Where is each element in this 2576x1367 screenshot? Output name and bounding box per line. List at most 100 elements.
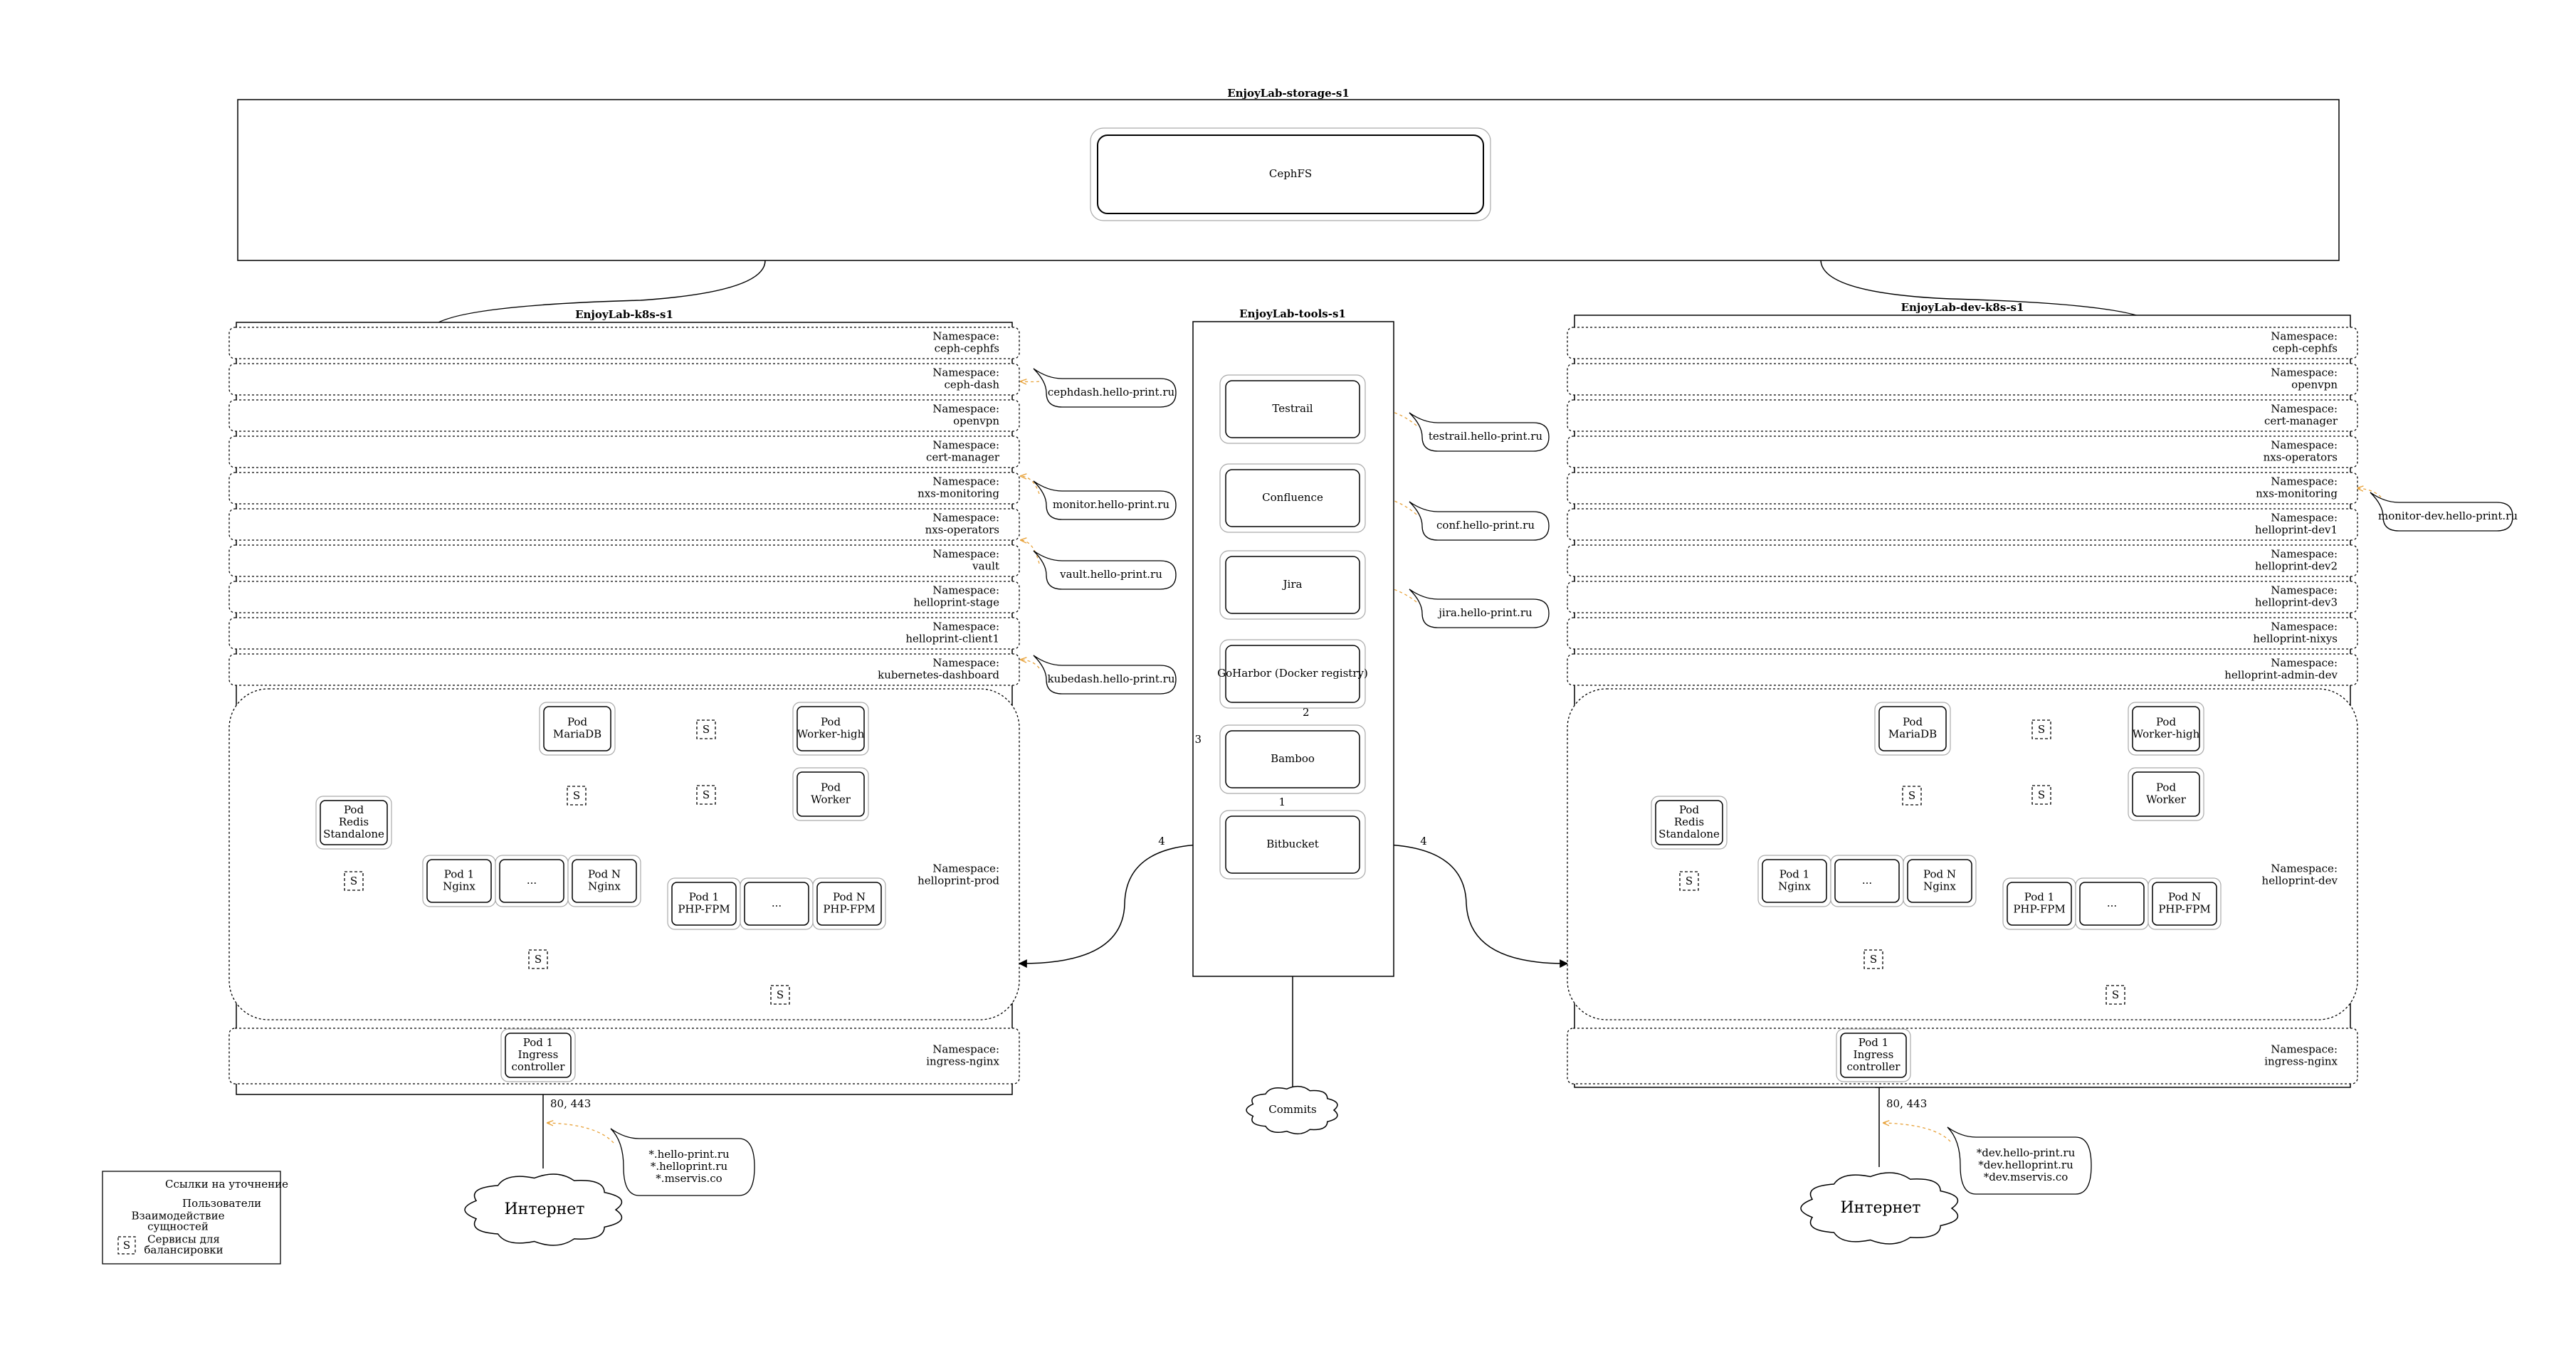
prod-ns-3: [228, 436, 1020, 468]
prod-internet-cloud: [464, 1173, 623, 1246]
tool-5: [1225, 816, 1360, 874]
edge-label-4b: 4: [1420, 835, 1427, 848]
edge-label-4a: 4: [1158, 835, 1165, 848]
prod-ns-8: [228, 617, 1020, 650]
prod-ns-6-label: Namespace:vault: [932, 548, 999, 573]
prod-ns-2: [228, 399, 1020, 432]
dev-pod-worker-high: [2132, 706, 2200, 751]
dev-ns-4: [1567, 472, 2358, 505]
tool-4: [1225, 730, 1360, 788]
dev-pod-php-n: [2152, 882, 2217, 926]
dev-ns-1: [1567, 363, 2358, 396]
dev-pod-nginx-ellipsis: [1834, 859, 1900, 903]
dev-ns-7: [1567, 581, 2358, 613]
prod-link-0-label: cephdash.hello-print.ru: [1048, 386, 1175, 399]
legend-service-box: [117, 1236, 136, 1255]
prod-pod-ingress: [505, 1033, 572, 1078]
prod-link-3-label: kubedash.hello-print.ru: [1048, 672, 1175, 685]
tool-2: [1225, 556, 1360, 614]
tool-0: [1225, 380, 1360, 438]
tool-1-label: Confluence: [1262, 491, 1323, 504]
prod-ns-ingress-label: Namespace:ingress-nginx: [926, 1043, 999, 1068]
dev-ns-5-label: Namespace:helloprint-dev1: [2255, 512, 2338, 537]
dev-ns-2: [1567, 399, 2358, 432]
prod-svc-nginx-label: S: [535, 953, 542, 966]
dev-link-0-label: monitor-dev.hello-print.ru: [2378, 510, 2518, 522]
prod-svc-mariadb: [567, 786, 587, 806]
prod-ns-5-label: Namespace:nxs-operators: [925, 512, 999, 537]
dev-ns-9: [1567, 653, 2358, 686]
dev-ns-3-label: Namespace:nxs-operators: [2264, 439, 2338, 464]
dev-ns-6-label: Namespace:helloprint-dev2: [2255, 548, 2338, 573]
prod-ns-app-label: Namespace:helloprint-prod: [918, 862, 999, 887]
tool-3-label: GoHarbor (Docker registry): [1217, 667, 1368, 680]
dev-internet-cloud-label: Интернет: [1841, 1199, 1921, 1217]
dev-ns-8: [1567, 617, 2358, 650]
prod-svc-nginx: [528, 949, 548, 969]
prod-ns-0: [228, 327, 1020, 359]
shape-layer: EnjoyLab-storage-s1CephFSEnjoyLab-k8s-s1…: [102, 87, 2518, 1265]
prod-svc-redis-label: S: [350, 875, 357, 887]
prod-cluster-title: EnjoyLab-k8s-s1: [575, 308, 673, 321]
dev-ns-ingress-label: Namespace:ingress-nginx: [2264, 1043, 2338, 1068]
dev-svc-php-label: S: [2112, 988, 2119, 1001]
dev-svc-redis: [1679, 871, 1699, 891]
prod-ns-8-label: Namespace:helloprint-client1: [905, 621, 999, 645]
dev-pod-mariadb: [1878, 706, 1947, 751]
prod-link-1-label: monitor.hello-print.ru: [1053, 498, 1169, 511]
prod-ns-3-label: Namespace:cert-manager: [926, 439, 1000, 464]
prod-link-arrow-0: [1021, 381, 1040, 382]
prod-link-1: [1033, 480, 1177, 520]
dev-link-0: [2370, 492, 2513, 532]
dev-ns-7-label: Namespace:helloprint-dev3: [2255, 584, 2338, 609]
commits-cloud: [1246, 1085, 1338, 1135]
prod-svc-worker: [696, 785, 716, 805]
cephfs-box: [1097, 134, 1484, 214]
prod-ns-ingress: [228, 1028, 1020, 1084]
dev-ns-3: [1567, 436, 2358, 468]
dev-pod-nginx-ellipsis-label: ...: [1862, 874, 1872, 887]
prod-svc-worker-high-label: S: [703, 723, 710, 736]
dev-pod-php-1: [2007, 882, 2072, 926]
prod-pod-php-ellipsis: [744, 882, 809, 926]
dev-ns-ingress: [1567, 1028, 2358, 1084]
dev-ns-0: [1567, 327, 2358, 359]
dev-pod-ingress: [1840, 1033, 1907, 1078]
dev-ns-app: [1567, 688, 2358, 1020]
prod-pod-worker: [797, 771, 865, 817]
prod-ns-9: [228, 653, 1020, 686]
prod-svc-php-label: S: [777, 988, 784, 1001]
cephfs-label: CephFS: [1269, 167, 1312, 180]
prod-pod-nginx-1: [426, 859, 492, 903]
dev-ns-0-label: Namespace:ceph-cephfs: [2271, 330, 2338, 355]
tool-3: [1225, 645, 1360, 703]
dev-internet-cloud: [1800, 1172, 1959, 1245]
tools-link-0-label: testrail.hello-print.ru: [1429, 430, 1543, 443]
edge-bitbucket-to-dev: [1359, 843, 1569, 968]
prod-ns-app: [228, 688, 1020, 1020]
prod-ns-0-label: Namespace:ceph-cephfs: [932, 330, 999, 355]
prod-domains-label: *.hello-print.ru*.helloprint.ru*.mservis…: [648, 1148, 730, 1185]
prod-svc-worker-high: [696, 719, 716, 739]
dev-domains: [1947, 1126, 2092, 1195]
prod-link-arrow-3: [1021, 660, 1040, 669]
prod-svc-worker-label: S: [703, 788, 710, 801]
tool-4-label: Bamboo: [1271, 752, 1315, 765]
dev-ns-8-label: Namespace:helloprint-nixys: [2253, 621, 2338, 645]
prod-svc-redis: [344, 871, 364, 891]
tool-1: [1225, 469, 1360, 527]
dev-svc-redis-label: S: [1686, 875, 1693, 887]
